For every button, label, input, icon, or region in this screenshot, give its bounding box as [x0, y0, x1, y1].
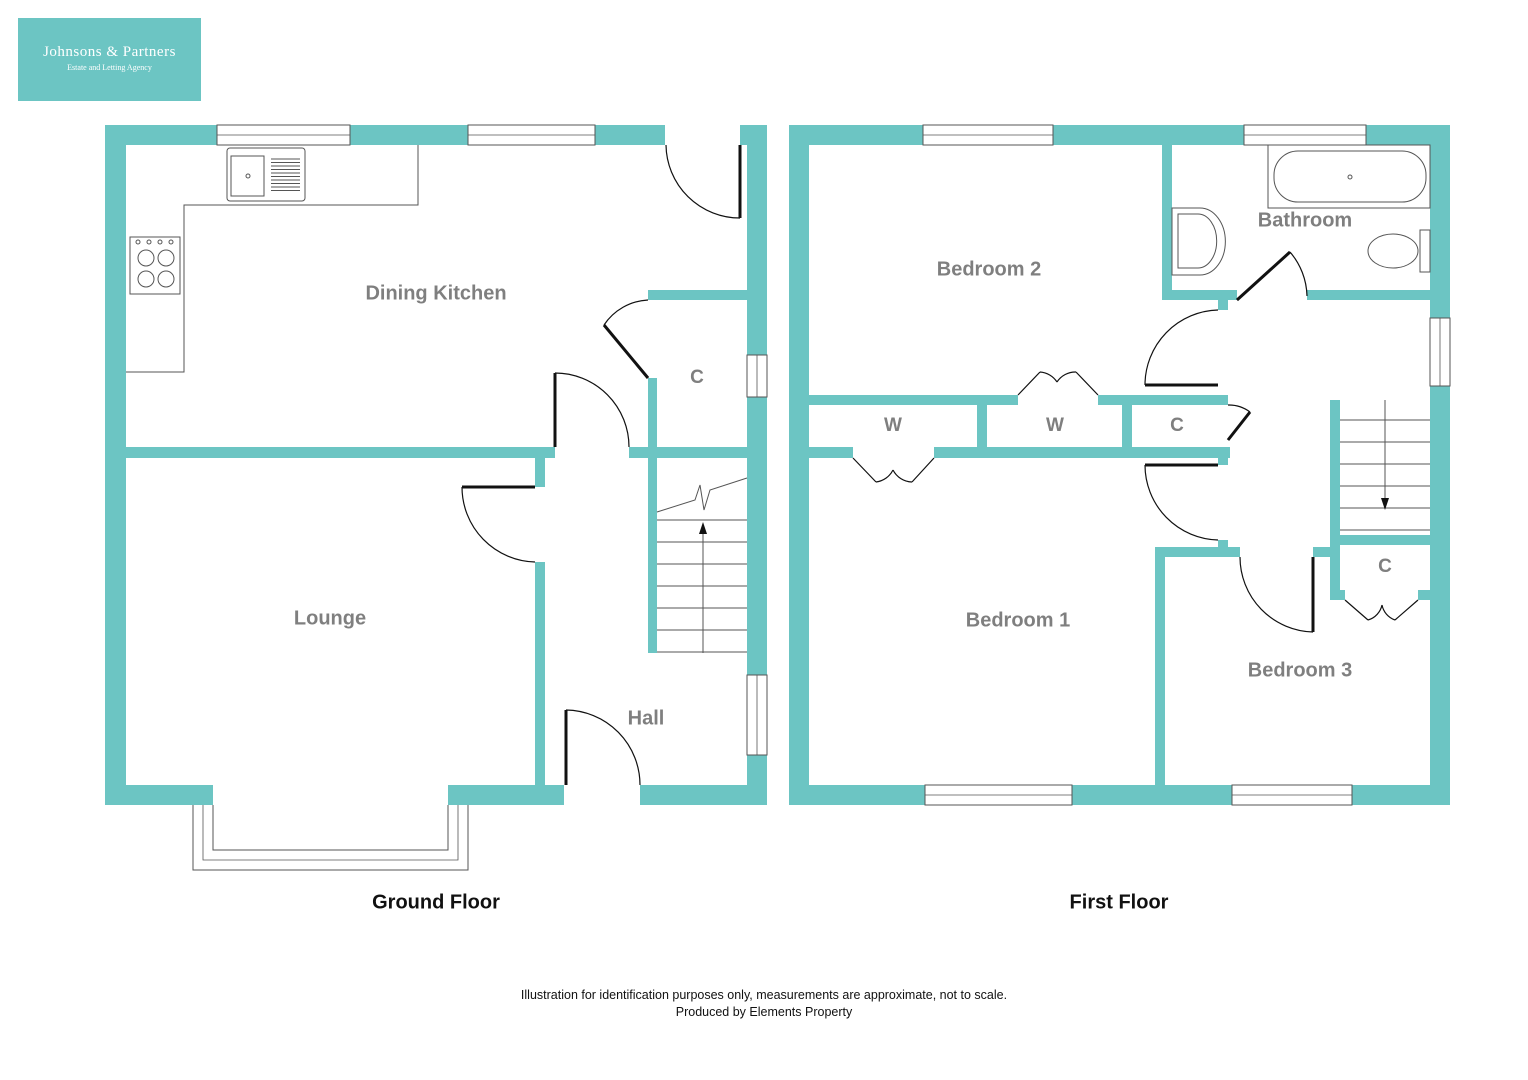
bay-window [192, 805, 469, 871]
wall [789, 125, 809, 805]
wall [1418, 590, 1440, 600]
wall [1155, 547, 1165, 792]
bath-icon [1267, 144, 1431, 209]
fixtures [126, 144, 1431, 653]
room-label-bedroom-1: Bedroom 1 [965, 609, 1071, 632]
wall [535, 447, 545, 487]
door [1144, 309, 1219, 386]
sink-drain [245, 173, 251, 179]
wall [1162, 290, 1237, 300]
hob-ring [137, 249, 155, 267]
door [554, 372, 630, 448]
ground-floor-title: Ground Floor [372, 891, 500, 914]
hob-ring [137, 270, 155, 288]
hob-knob [168, 239, 174, 245]
hob-knob [146, 239, 152, 245]
wall [640, 785, 767, 805]
bay-window [212, 805, 449, 851]
wall [648, 290, 747, 300]
door [852, 457, 935, 483]
door [1144, 464, 1219, 541]
bath-drain [1347, 174, 1353, 180]
room-label-bedroom-2: Bedroom 2 [936, 258, 1042, 281]
wall [1218, 395, 1228, 405]
wall [1313, 547, 1340, 557]
wall [1098, 395, 1218, 405]
agency-logo: Johnsons & Partners Estate and Letting A… [18, 18, 201, 101]
wall [1162, 125, 1172, 300]
hob-ring [157, 270, 175, 288]
wall [789, 447, 853, 458]
room-label-hall: Hall [627, 707, 665, 730]
wall [1430, 125, 1450, 805]
stair-arrow-icon [1381, 498, 1389, 510]
room-label-lounge: Lounge [293, 607, 367, 630]
wall [977, 395, 987, 455]
room-label-bathroom: Bathroom [1257, 209, 1353, 232]
bath-tub [1273, 150, 1427, 203]
wall [105, 447, 555, 458]
logo-tagline: Estate and Letting Agency [67, 63, 152, 72]
hob-knob [135, 239, 141, 245]
wall [1330, 400, 1340, 600]
stair-break [656, 477, 748, 513]
wall [1330, 535, 1450, 545]
wall [629, 447, 767, 458]
door-leaf [602, 324, 650, 379]
basin-icon [1171, 207, 1226, 276]
door-leaf [1235, 250, 1292, 302]
room-label-wardrobe-2: W [1046, 415, 1064, 436]
door [665, 144, 741, 219]
windows [192, 124, 1451, 871]
sink-icon [226, 147, 306, 202]
door [1017, 371, 1099, 396]
wall [1218, 447, 1228, 465]
producer-credit: Produced by Elements Property [675, 1005, 853, 1019]
sink-bowl [230, 155, 265, 197]
door [603, 299, 649, 379]
door [1344, 599, 1419, 621]
door [461, 486, 536, 563]
wall [1155, 547, 1240, 557]
doors [461, 144, 1419, 786]
door [1239, 556, 1314, 633]
room-label-wardrobe-1: W [884, 415, 902, 436]
wall [1218, 540, 1228, 550]
hob-icon [129, 236, 181, 295]
walls [105, 125, 1450, 805]
room-label-dining-kitchen: Dining Kitchen [365, 282, 507, 305]
room-label-cupboard-landing: C [1170, 415, 1184, 436]
wall [1307, 290, 1450, 300]
toilet-icon [1367, 233, 1419, 269]
kitchen-worktop [126, 145, 419, 373]
logo-name: Johnsons & Partners [43, 44, 176, 60]
disclaimer-text: Illustration for identification purposes… [520, 988, 1008, 1002]
wall [1218, 290, 1228, 310]
hob-knob [157, 239, 163, 245]
door [1236, 251, 1308, 301]
wall [934, 447, 1230, 458]
first-floor-title: First Floor [1069, 891, 1169, 914]
bay-window [202, 805, 459, 861]
toilet-cistern [1419, 229, 1431, 273]
wall [448, 785, 564, 805]
hob-ring [157, 249, 175, 267]
wall [535, 562, 545, 805]
wall [747, 125, 767, 805]
wall [789, 395, 977, 405]
wall [1330, 590, 1345, 600]
wall [105, 785, 213, 805]
wall [105, 125, 126, 805]
door-leaf [1226, 411, 1252, 441]
wall [648, 378, 657, 458]
room-label-cupboard-bedroom-3: C [1378, 556, 1392, 577]
stair-arrow-icon [699, 522, 707, 534]
room-label-bedroom-3: Bedroom 3 [1247, 659, 1353, 682]
wall [648, 458, 657, 653]
wall [977, 395, 1018, 405]
room-label-cupboard: C [690, 367, 704, 388]
basin-bowl [1177, 213, 1218, 269]
wall [1122, 395, 1132, 455]
